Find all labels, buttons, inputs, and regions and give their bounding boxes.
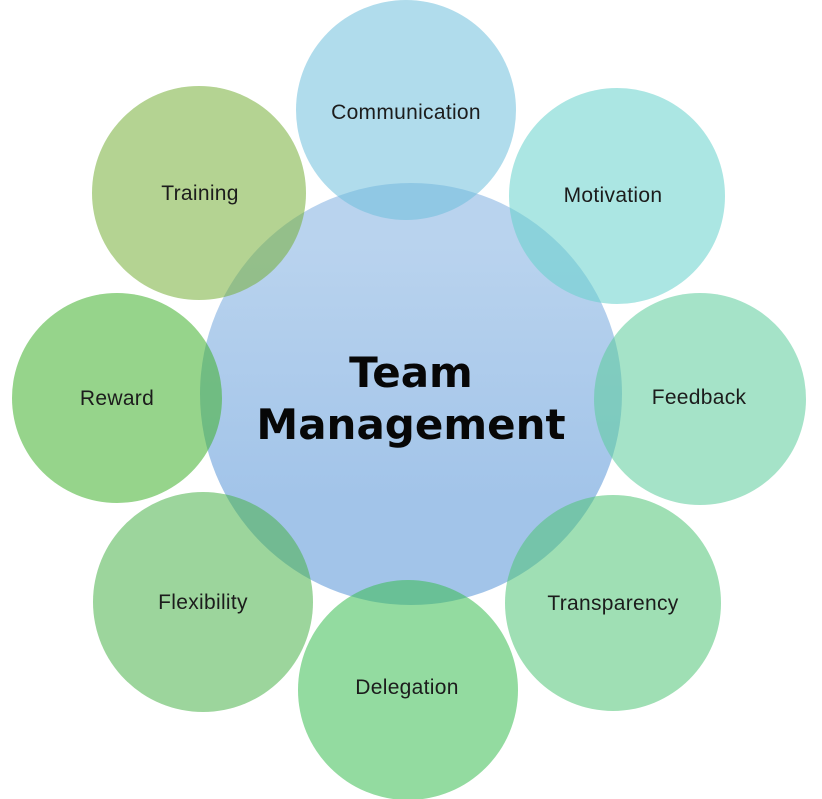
node-circle-transparency (505, 495, 721, 711)
node-circle-delegation (298, 580, 518, 799)
node-label-training: Training (161, 182, 239, 205)
node-label-delegation: Delegation (355, 676, 459, 699)
node-label-reward: Reward (79, 387, 155, 410)
node-label-communication: Communication (331, 101, 481, 124)
node-circle-communication (296, 0, 516, 220)
node-circle-feedback (594, 293, 806, 505)
node-label-feedback: Feedback (651, 386, 747, 409)
node-label-transparency: Transparency (547, 592, 679, 615)
node-label-motivation: Motivation (563, 184, 663, 207)
node-circle-training (92, 86, 306, 300)
diagram-title-line1: Team (349, 347, 473, 397)
node-circle-motivation (509, 88, 725, 304)
node-label-flexibility: Flexibility (158, 591, 248, 614)
node-circle-reward (12, 293, 222, 503)
diagram-title-line2: Management (256, 400, 566, 449)
diagram-title: Team Management (256, 347, 565, 451)
node-circle-flexibility (93, 492, 313, 712)
